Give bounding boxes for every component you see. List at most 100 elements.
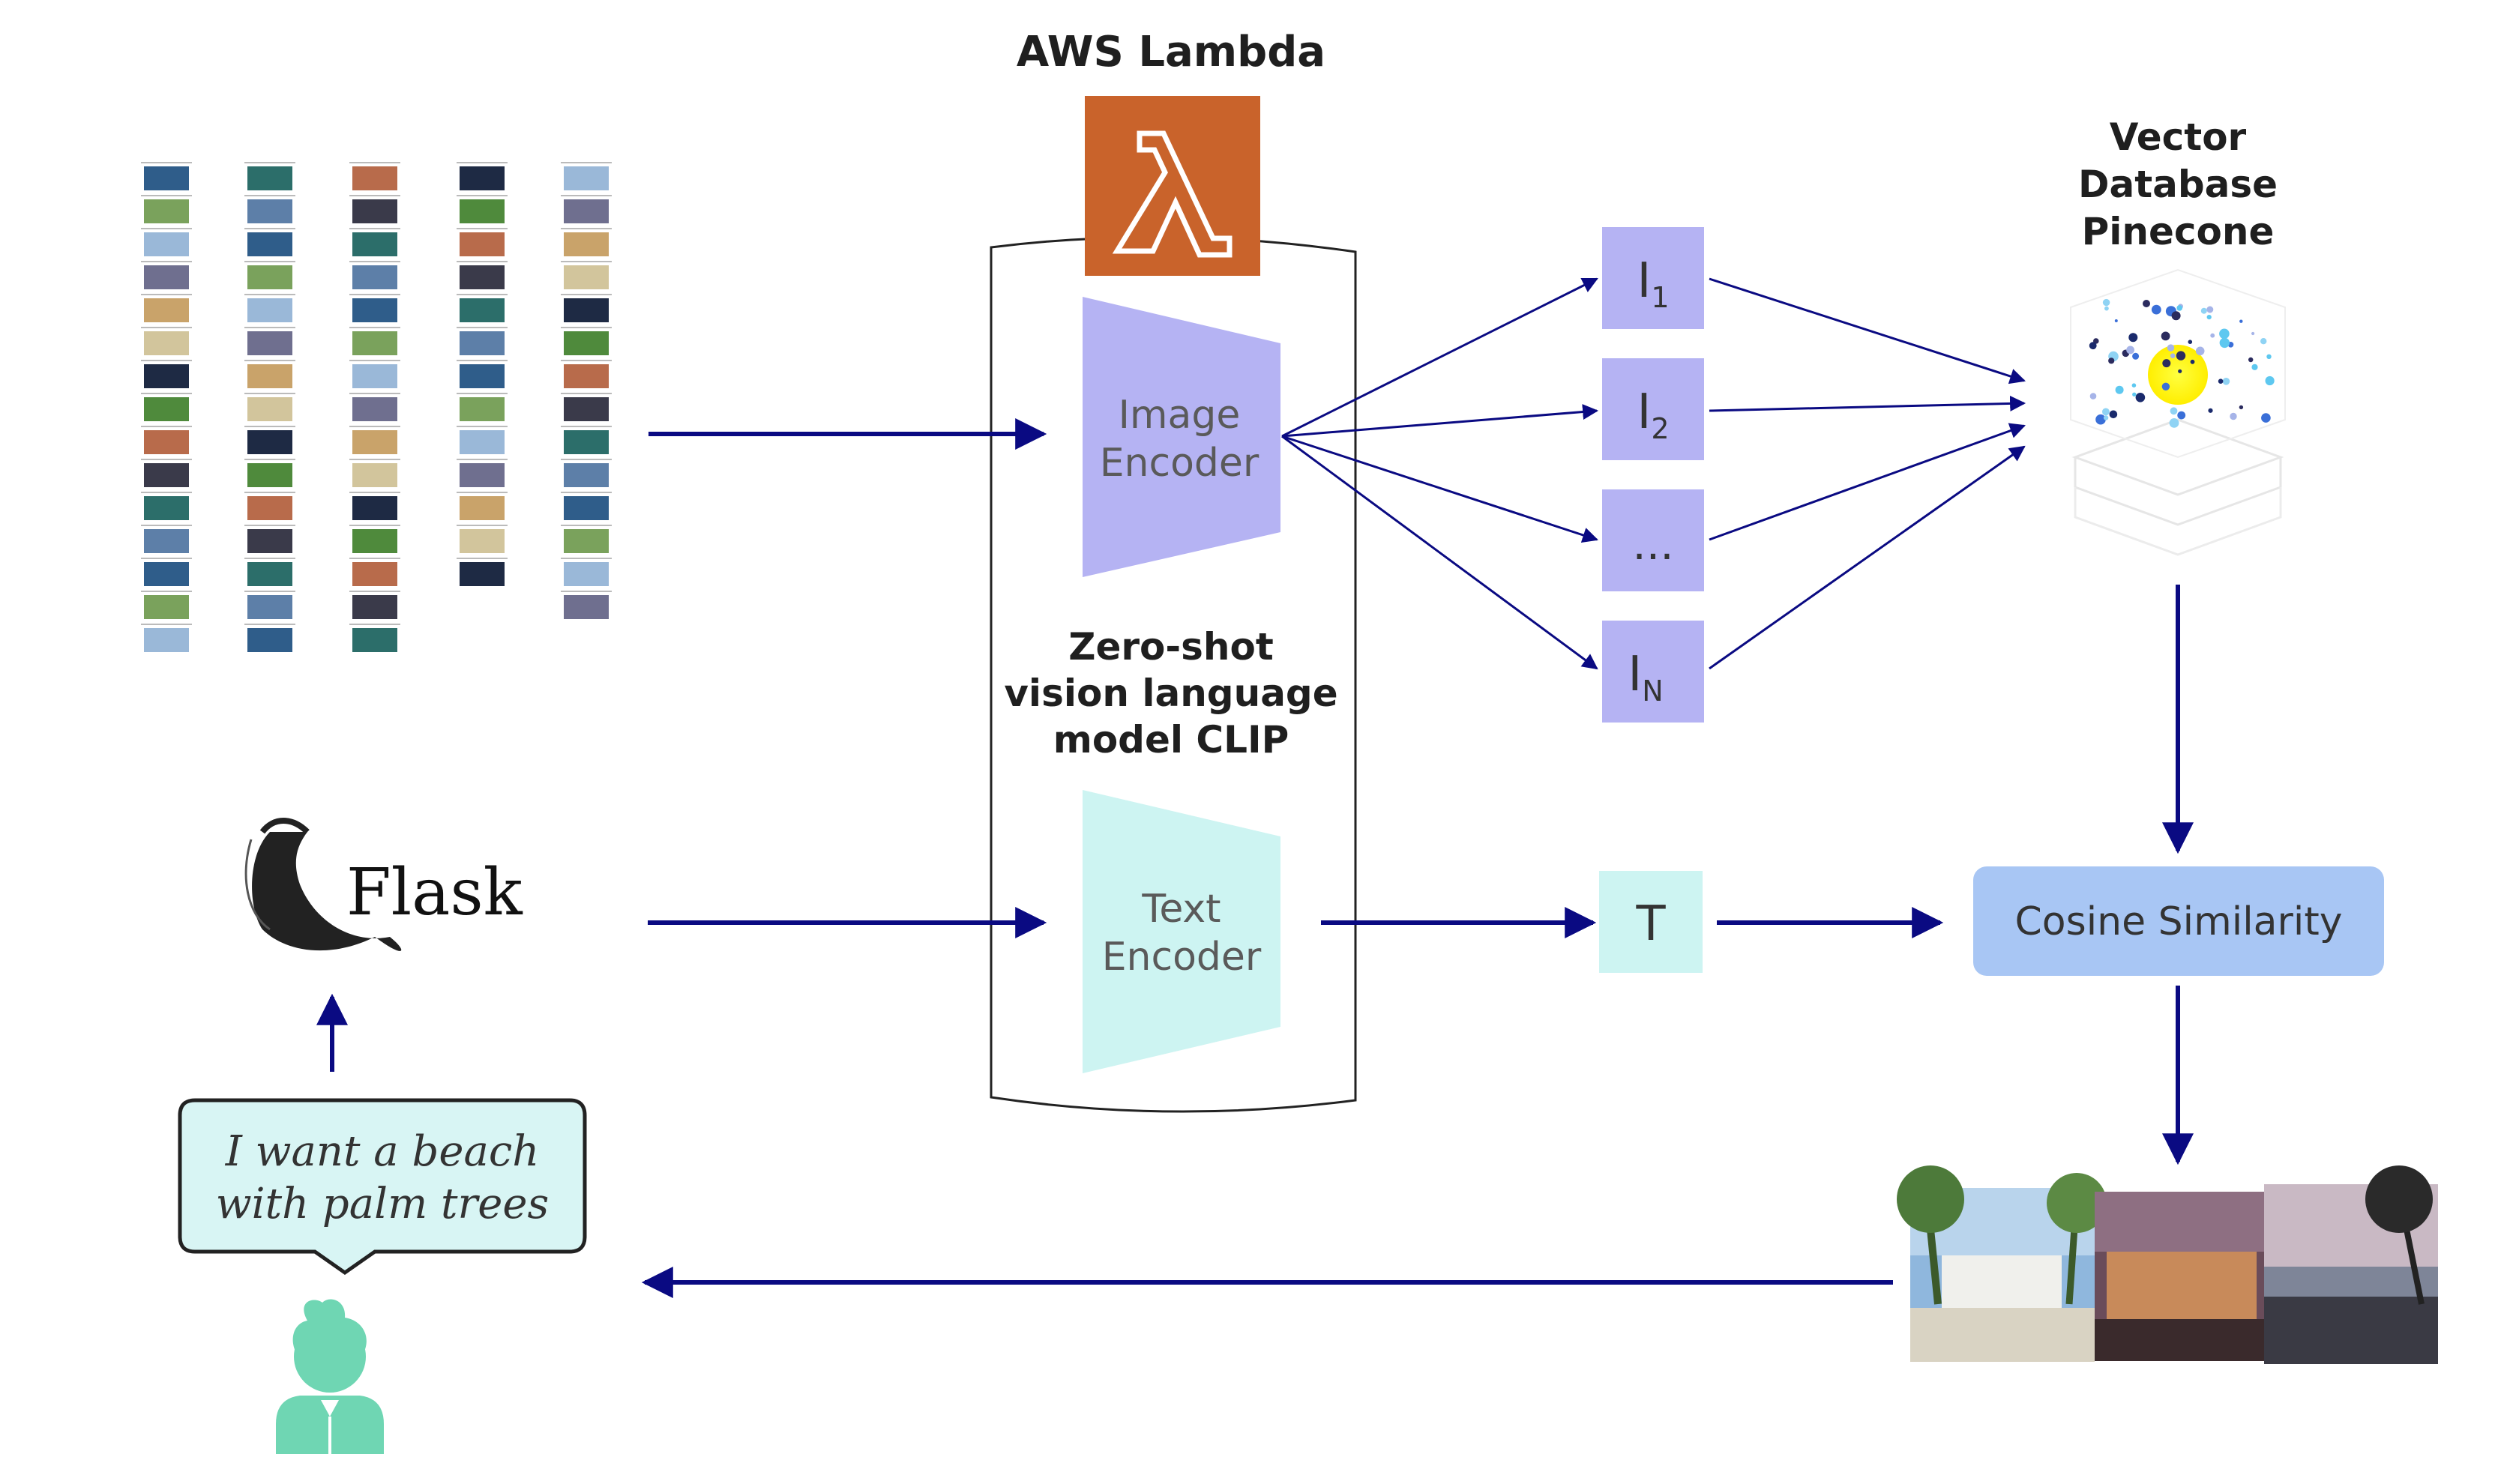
image-embedding-i2: I2 [1602,358,1704,460]
dataset-thumbnail [352,496,397,520]
dataset-thumbnail [144,331,189,355]
dataset-thumbnail-caption [141,591,192,592]
result-image-3 [2264,1165,2438,1364]
dataset-thumbnail [460,331,505,355]
dataset-thumbnail-caption [457,162,508,163]
vector-point [2089,342,2097,350]
user-query-bubble: I want a beach with palm trees [178,1098,587,1276]
cosine-similarity-box: Cosine Similarity [1973,866,2384,976]
dataset-thumbnail-caption [457,393,508,394]
dataset-thumbnail-caption [349,294,400,295]
image-encoder-label-line2: Encoder [1100,441,1259,486]
dataset-thumbnail [247,628,292,652]
dataset-thumbnail-caption [561,558,612,559]
vector-point [2161,331,2170,341]
dataset-thumbnail-caption [244,195,295,196]
dataset-thumbnail-caption [141,261,192,262]
connector-arrows [316,418,2194,1298]
dataset-thumbnail-caption [561,228,612,229]
vector-point [2132,392,2137,396]
clip-label-line3: model CLIP [1053,718,1289,761]
dataset-thumbnail [460,529,505,553]
dataset-thumbnail [460,430,505,454]
svg-text:...: ... [1632,519,1673,570]
vector-point [2176,351,2186,361]
dataset-thumbnail-caption [349,558,400,559]
vector-point [2135,393,2146,402]
dataset-thumbnail-caption [244,624,295,625]
dataset-thumbnail [144,463,189,487]
dataset-thumbnail-caption [349,327,400,328]
dataset-thumbnail-caption [141,195,192,196]
dataset-thumbnail-caption [244,294,295,295]
dataset-thumbnail-caption [561,591,612,592]
dataset-thumbnail [144,628,189,652]
dataset-thumbnail [460,298,505,322]
dataset-thumbnail [247,397,292,421]
dataset-thumbnail [564,562,609,586]
dataset-thumbnail-caption [141,426,192,427]
dataset-thumbnail [564,595,609,619]
vector-point [2089,393,2097,399]
dataset-thumbnail [144,529,189,553]
dataset-thumbnail-caption [561,426,612,427]
dataset-thumbnail-caption [349,261,400,262]
dataset-thumbnail-caption [244,525,295,526]
vector-point [2132,352,2140,360]
dataset-thumbnail [564,430,609,454]
dataset-thumbnail [564,496,609,520]
dataset-thumbnail [352,628,397,652]
vector-database-icon [2070,268,2286,556]
vector-point [2169,418,2179,428]
dataset-thumbnail-caption [244,558,295,559]
vector-point [2114,319,2118,322]
vector-point [2206,306,2214,313]
clip-label-line2: vision language [1004,672,1337,715]
vector-point [2265,375,2275,386]
vector-db-label-line2: Database [2078,163,2278,206]
text-encoder: Text Encoder [1083,790,1280,1073]
dataset-thumbnail [144,595,189,619]
image-embedding-in: IN [1602,621,1704,723]
dataset-thumbnail [144,430,189,454]
dataset-thumbnail [460,496,505,520]
dataset-thumbnail [144,298,189,322]
dataset-thumbnail [144,397,189,421]
dataset-thumbnail-caption [561,459,612,460]
vector-point [2210,333,2215,338]
dataset-thumbnail-caption [141,327,192,328]
dataset-thumbnail-caption [244,591,295,592]
embedding-fanout-arrows [1281,277,2026,670]
vector-point [2115,385,2124,394]
vector-point [2266,354,2272,359]
dataset-thumbnail-caption [561,393,612,394]
dataset-thumbnail-caption [141,294,192,295]
dataset-thumbnail [564,199,609,223]
vector-point [2222,378,2230,385]
dataset-thumbnail [352,529,397,553]
vector-point [2190,359,2195,364]
dataset-thumbnail-caption [349,426,400,427]
svg-text:IN: IN [1628,647,1663,708]
dataset-thumbnail-caption [457,426,508,427]
dataset-thumbnail [564,166,609,190]
dataset-thumbnail-caption [349,492,400,493]
dataset-thumbnail-caption [457,558,508,559]
dataset-thumbnail [247,562,292,586]
vector-point [2131,383,2137,387]
dataset-thumbnail [352,562,397,586]
dataset-thumbnail-caption [141,492,192,493]
text-embedding-t: T [1599,871,1703,973]
dataset-thumbnail [460,265,505,289]
user-query-line2: with palm trees [216,1180,550,1228]
dataset-thumbnail [564,529,609,553]
dataset-thumbnail-caption [349,591,400,592]
dataset-thumbnail-caption [141,360,192,361]
dataset-thumbnail [460,232,505,256]
dataset-thumbnail [247,331,292,355]
dataset-thumbnail [564,463,609,487]
dataset-thumbnail-caption [244,261,295,262]
vector-point [2108,358,2115,364]
vector-point [2218,378,2224,384]
